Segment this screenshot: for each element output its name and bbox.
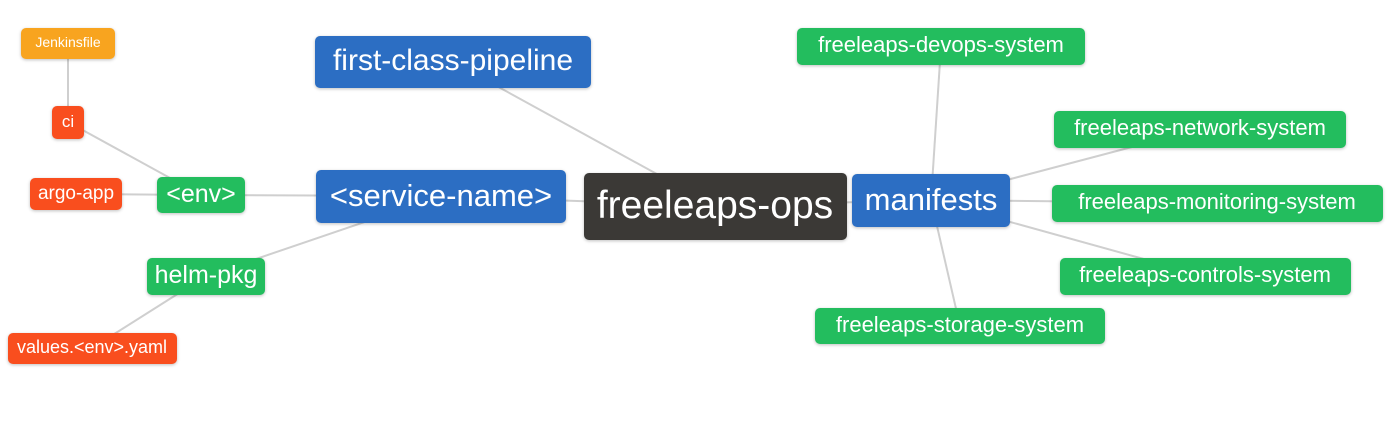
- node-label: <service-name>: [329, 177, 553, 213]
- node-label: manifests: [864, 181, 998, 217]
- node-label: freeleaps-network-system: [1074, 115, 1326, 140]
- node-ci[interactable]: ci: [52, 105, 84, 139]
- node-label: values.<env>.yaml: [16, 337, 168, 357]
- node-label: helm-pkg: [154, 260, 258, 289]
- node-label: freeleaps-storage-system: [835, 312, 1085, 337]
- node-label: first-class-pipeline: [332, 44, 574, 77]
- node-storage-system[interactable]: freeleaps-storage-system: [815, 308, 1105, 344]
- node-label: ci: [61, 111, 75, 131]
- node-label: freeleaps-ops: [596, 183, 834, 227]
- node-values-env-yaml[interactable]: values.<env>.yaml: [7, 332, 177, 364]
- node-monitoring-system[interactable]: freeleaps-monitoring-system: [1051, 184, 1383, 222]
- node-argo-app[interactable]: argo-app: [30, 178, 122, 210]
- node-label: Jenkinsfile: [35, 34, 101, 50]
- node-jenkinsfile[interactable]: Jenkinsfile: [21, 27, 115, 59]
- node-service-name[interactable]: <service-name>: [316, 169, 566, 223]
- node-helm-pkg[interactable]: helm-pkg: [147, 257, 265, 295]
- node-label: freeleaps-monitoring-system: [1078, 189, 1356, 214]
- node-controls-system[interactable]: freeleaps-controls-system: [1059, 257, 1351, 295]
- node-label: argo-app: [37, 182, 115, 204]
- node-freeleaps-ops[interactable]: freeleaps-ops: [583, 172, 847, 240]
- node-label: <env>: [166, 179, 236, 208]
- node-label: freeleaps-controls-system: [1079, 262, 1331, 287]
- node-devops-system[interactable]: freeleaps-devops-system: [797, 27, 1085, 65]
- node-network-system[interactable]: freeleaps-network-system: [1054, 110, 1346, 148]
- node-first-class-pipeline[interactable]: first-class-pipeline: [315, 36, 591, 88]
- node-label: freeleaps-devops-system: [818, 32, 1064, 57]
- node-env[interactable]: <env>: [157, 177, 245, 213]
- node-manifests[interactable]: manifests: [852, 173, 1010, 227]
